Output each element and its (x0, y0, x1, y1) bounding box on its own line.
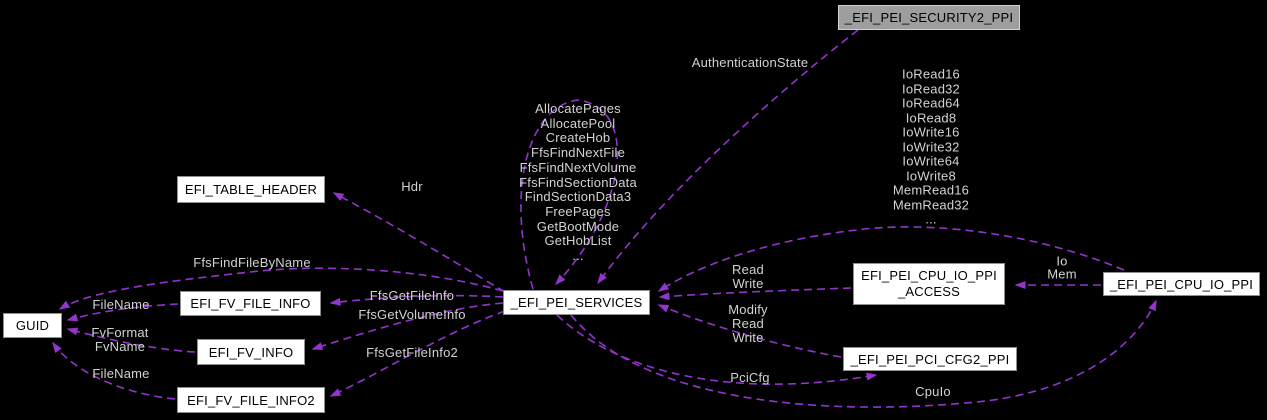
edge-label-file-name-top: FileName (92, 297, 150, 312)
edge-cpu-io (570, 299, 1157, 408)
edge-label-hdr: Hdr (401, 179, 423, 194)
node-efi-pei-security2-ppi[interactable]: _EFI_PEI_SECURITY2_PPI (838, 5, 1020, 30)
edge-fv-format-fv-name (66, 327, 196, 353)
edge-label-services-self-members: AllocatePages AllocatePool CreateHob Ffs… (519, 101, 637, 264)
edge-label-pci-cfg: PciCfg (730, 370, 770, 385)
edge-label-ffs-find-file-by-name: FfsFindFileByName (193, 255, 311, 270)
node-efi-table-header[interactable]: EFI_TABLE_HEADER (177, 176, 325, 203)
node-efi-pei-cpu-io-ppi-access[interactable]: EFI_PEI_CPU_IO_PPI _ACCESS (853, 263, 1005, 305)
edge-label-ffs-get-volume-info: FfsGetVolumeInfo (358, 307, 466, 322)
edge-cpu-io-members (657, 226, 1125, 292)
edge-ffs-get-file-info2 (329, 310, 506, 397)
node-efi-pei-cpu-io-ppi[interactable]: _EFI_PEI_CPU_IO_PPI (1103, 272, 1260, 296)
edge-label-io-mem: Io Mem (1047, 253, 1077, 281)
edge-label-fv-format-fv-name: FvFormat FvName (91, 325, 149, 354)
edge-hdr (332, 192, 506, 293)
edge-modify-read-write (657, 304, 842, 358)
edge-ffs-find-file-by-name (58, 267, 504, 310)
node-efi-pei-pci-cfg2-ppi[interactable]: _EFI_PEI_PCI_CFG2_PPI (843, 347, 1017, 371)
edge-ffs-get-file-info (329, 294, 504, 306)
edge-file-name-bottom (52, 341, 176, 400)
edge-pci-cfg (556, 314, 878, 385)
edge-ffs-get-volume-info (311, 302, 504, 350)
edge-label-modify-read-write: Modify Read Write (728, 302, 768, 345)
edge-label-cpu-io-members: IoRead16 IoRead32 IoRead64 IoRead8 IoWri… (892, 66, 970, 227)
edge-services-self-loop (520, 99, 619, 290)
node-efi-fv-file-info[interactable]: EFI_FV_FILE_INFO (180, 291, 321, 316)
edge-authentication-state (597, 29, 859, 285)
edge-label-read-write: Read Write (732, 262, 764, 291)
edge-label-file-name-bottom: FileName (92, 366, 150, 381)
edge-label-cpu-io: CpuIo (915, 384, 951, 399)
node-efi-pei-services[interactable]: _EFI_PEI_SERVICES (503, 290, 650, 315)
edge-file-name-top (66, 303, 179, 322)
node-guid[interactable]: GUID (3, 313, 62, 338)
node-efi-fv-file-info2[interactable]: EFI_FV_FILE_INFO2 (177, 387, 325, 413)
edge-label-ffs-get-file-info2: FfsGetFileInfo2 (366, 345, 458, 360)
edge-label-ffs-get-file-info: FfsGetFileInfo (369, 288, 455, 303)
edge-read-write (658, 287, 852, 301)
node-efi-fv-info[interactable]: EFI_FV_INFO (197, 339, 305, 365)
edge-label-authentication-state: AuthenticationState (691, 55, 809, 70)
